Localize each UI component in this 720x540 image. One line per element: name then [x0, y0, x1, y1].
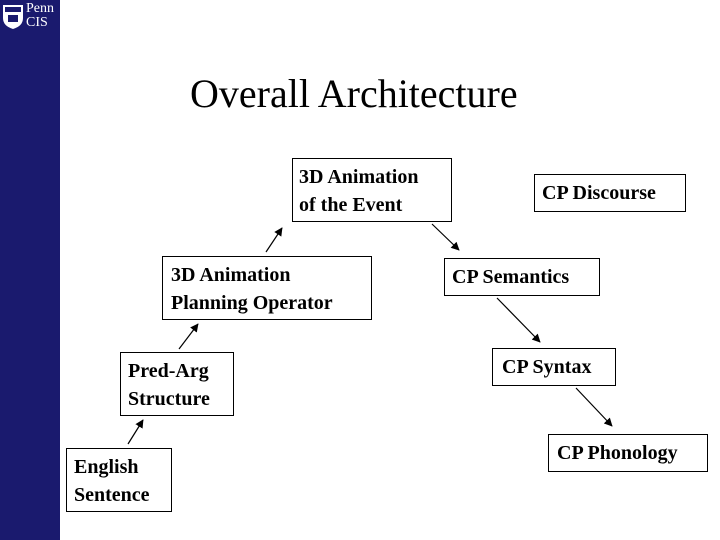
slide-title: Overall Architecture — [190, 71, 518, 116]
node-label-line: 3D Animation — [299, 166, 419, 188]
node-label-line: Sentence — [74, 484, 150, 506]
node-cp-syntax: CP Syntax — [492, 348, 616, 386]
node-cp-discourse: CP Discourse — [534, 174, 686, 212]
arrow-english-to-predarg — [127, 419, 144, 445]
shield-icon — [3, 5, 23, 29]
node-label-line: Pred-Arg — [128, 360, 209, 382]
node-label-line: CP Syntax — [502, 356, 592, 378]
node-label-line: Planning Operator — [171, 292, 333, 314]
penn-cis-logo: Penn CIS — [2, 2, 58, 32]
node-cp-semantics: CP Semantics — [444, 258, 600, 296]
arrow-event-to-semantics — [431, 223, 460, 251]
node-label-line: 3D Animation — [171, 264, 291, 286]
node-pred-arg-structure: Pred-Arg Structure — [120, 352, 234, 416]
node-cp-phonology: CP Phonology — [548, 434, 708, 472]
node-planning-operator: 3D Animation Planning Operator — [162, 256, 372, 320]
node-english-sentence: English Sentence — [66, 448, 172, 512]
node-label-line: of the Event — [299, 194, 403, 216]
node-label-line: Structure — [128, 388, 210, 410]
arrow-semantics-to-syntax — [496, 297, 541, 343]
arrow-planning-to-event — [265, 227, 283, 253]
node-label-line: CP Discourse — [542, 182, 656, 204]
arrow-syntax-to-phonology — [575, 387, 613, 427]
arrow-predarg-to-planning — [178, 323, 199, 350]
node-label-line: CP Phonology — [557, 442, 678, 464]
node-label-line: CP Semantics — [452, 266, 570, 288]
logo-line-2: CIS — [26, 15, 48, 30]
node-3d-animation-event: 3D Animation of the Event — [292, 158, 452, 222]
logo-line-1: Penn — [26, 1, 54, 16]
node-label-line: English — [74, 456, 139, 478]
slide-sidebar: Penn CIS — [0, 0, 60, 540]
